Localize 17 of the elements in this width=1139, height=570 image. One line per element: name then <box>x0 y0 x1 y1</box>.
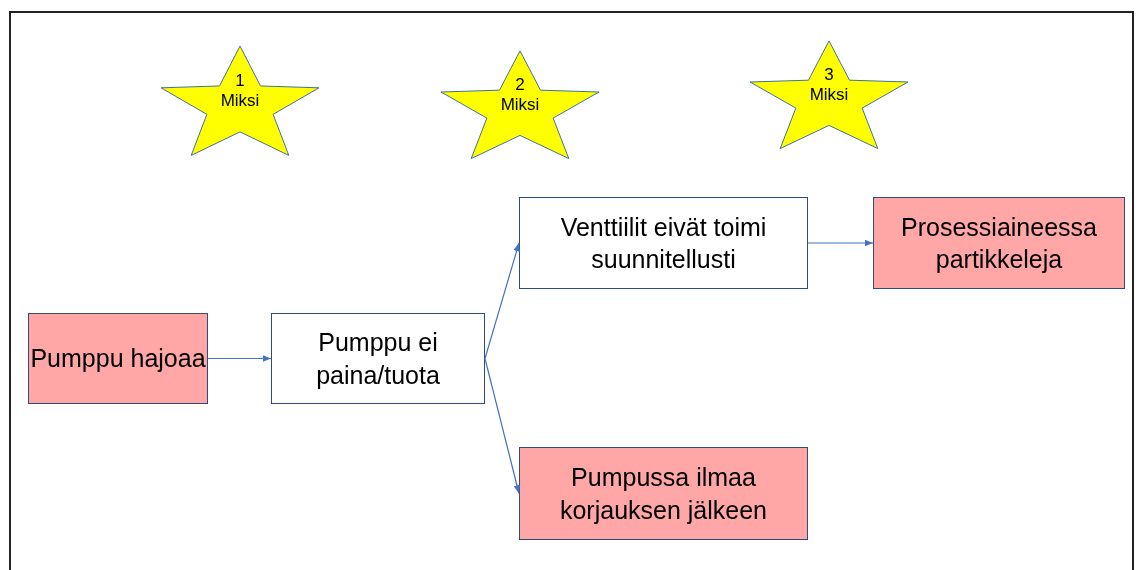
node-label: Venttiilit eivät toimi suunnitellusti <box>559 211 768 275</box>
arrow <box>207 355 272 362</box>
node-label: 1 Miksi <box>219 71 261 111</box>
arrow <box>807 239 874 247</box>
node-label: Pumppu hajoaa <box>30 343 206 375</box>
process-box <box>28 313 208 404</box>
arrow <box>484 357 521 495</box>
process-box <box>519 197 808 289</box>
node-label: Pumpussa ilmaa korjauksen jälkeen <box>558 462 769 526</box>
process-box <box>519 447 808 540</box>
node-label: Prosessiaineessa partikkeleja <box>900 211 1098 275</box>
process-box <box>271 313 485 404</box>
process-box <box>873 197 1125 289</box>
arrow <box>484 242 520 360</box>
node-label: Pumppu ei paina/tuota <box>315 327 441 391</box>
node-label: 2 Miksi <box>499 75 541 115</box>
node-label: 3 Miksi <box>808 65 850 105</box>
